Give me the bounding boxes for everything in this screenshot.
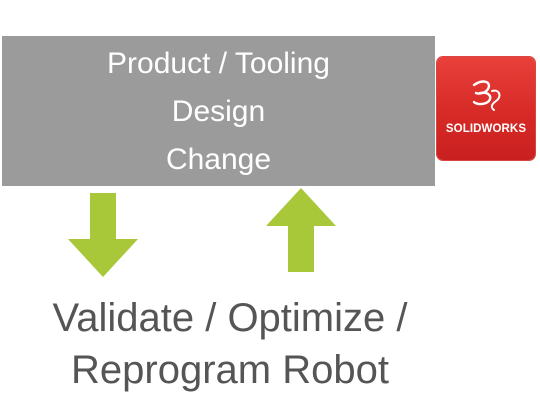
caption-line-1: Validate / Optimize /: [52, 296, 408, 340]
design-box-line-1: Product / Tooling: [107, 47, 330, 80]
ds-mark-icon: [472, 80, 501, 111]
design-box-line-2: Design: [171, 95, 266, 128]
solidworks-logo: SOLIDWORKS: [437, 57, 535, 160]
design-box-line-3: Change: [165, 143, 272, 176]
arrow-up-icon: [266, 188, 336, 272]
solidworks-wordmark: SOLIDWORKS: [445, 123, 527, 135]
validate-caption: Validate / Optimize / Reprogram Robot: [0, 292, 460, 396]
caption-line-2: Reprogram Robot: [71, 348, 389, 392]
design-change-box: Product / Tooling Design Change: [2, 36, 435, 186]
arrow-down-icon: [68, 193, 138, 277]
